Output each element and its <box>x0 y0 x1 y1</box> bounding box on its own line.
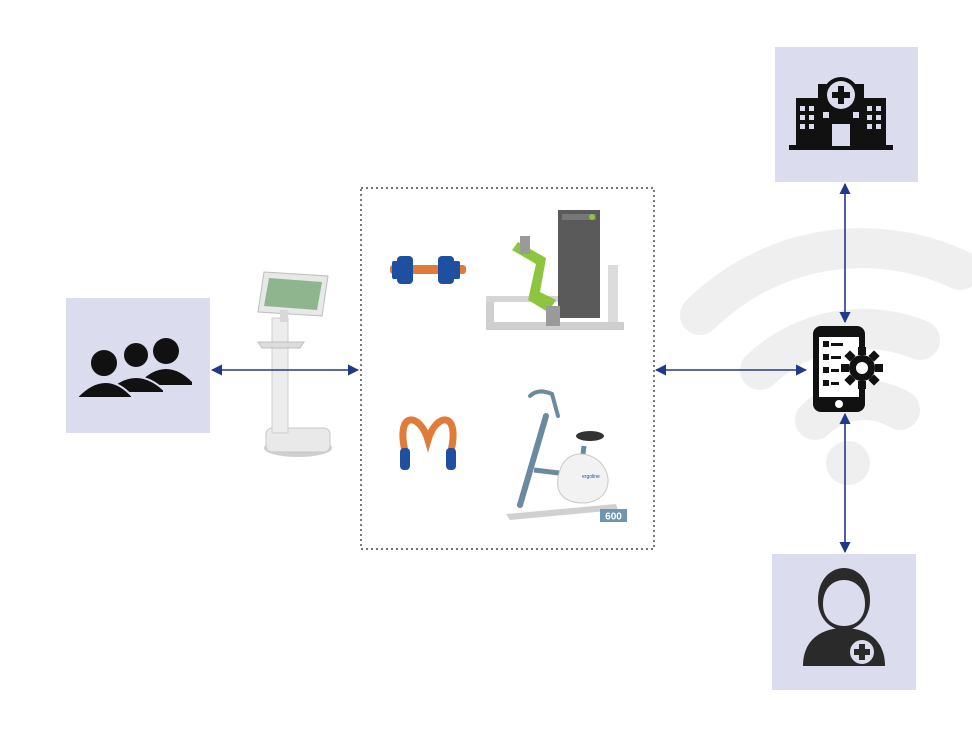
leg-press-machine-icon <box>486 210 624 330</box>
patients-group-icon <box>77 338 192 399</box>
hospital-panel <box>775 47 918 182</box>
bike-model-badge: 600 <box>605 512 622 523</box>
doctor-panel <box>772 554 916 690</box>
resistance-band-icon <box>399 416 457 470</box>
connector-arrows <box>210 182 851 554</box>
exercise-bike-icon: ergoline 600 <box>506 389 627 523</box>
hospital-icon <box>789 77 893 150</box>
dumbbell-icon <box>390 256 466 284</box>
equipment-box <box>360 187 655 550</box>
doctor-icon <box>803 568 885 666</box>
patients-panel <box>66 298 210 433</box>
kiosk-terminal-icon <box>257 271 332 457</box>
svg-text:ergoline: ergoline <box>582 474 600 480</box>
